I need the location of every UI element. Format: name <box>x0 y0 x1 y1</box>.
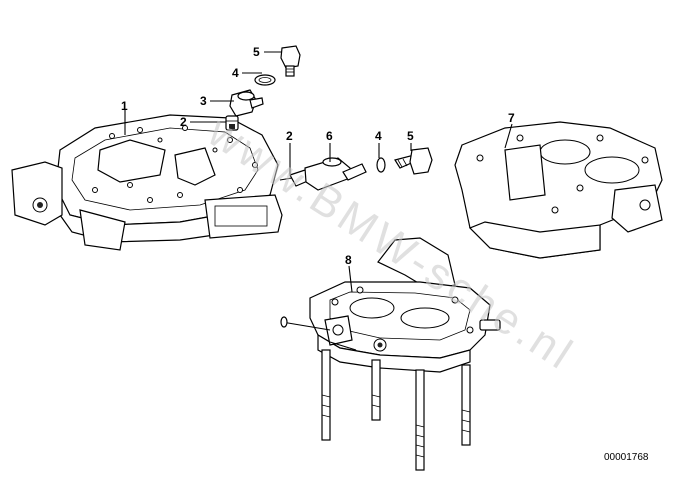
leader-lines <box>124 51 513 293</box>
callout-3: 3 <box>200 94 207 108</box>
callout-8: 8 <box>345 253 352 267</box>
part-6-banjo-fitting <box>304 157 367 191</box>
part-3-banjo-fitting <box>229 89 264 117</box>
callout-5-upper: 5 <box>253 45 260 59</box>
document-number: 00001768 <box>604 452 649 463</box>
part-4-sealing-ring-lower <box>376 157 386 173</box>
callout-2-lower: 2 <box>286 129 293 143</box>
callout-1: 1 <box>121 99 128 113</box>
callout-2-upper: 2 <box>180 115 187 129</box>
callout-5-lower: 5 <box>407 129 414 143</box>
leader-7 <box>504 123 513 149</box>
part-5-banjo-bolt-upper <box>280 45 301 77</box>
leader-8 <box>348 265 353 293</box>
callout-4-lower: 4 <box>375 129 382 143</box>
part-7-carburetor-body <box>454 121 663 259</box>
part-4-sealing-ring-upper <box>254 74 276 86</box>
callout-6: 6 <box>326 129 333 143</box>
part-8-throttle-body <box>280 237 501 471</box>
part-1-base-plate <box>11 114 283 251</box>
part-5-banjo-bolt-lower <box>394 147 433 175</box>
part-2-jet-upper <box>225 115 239 131</box>
callout-4-upper: 4 <box>232 66 239 80</box>
callout-7: 7 <box>508 111 515 125</box>
